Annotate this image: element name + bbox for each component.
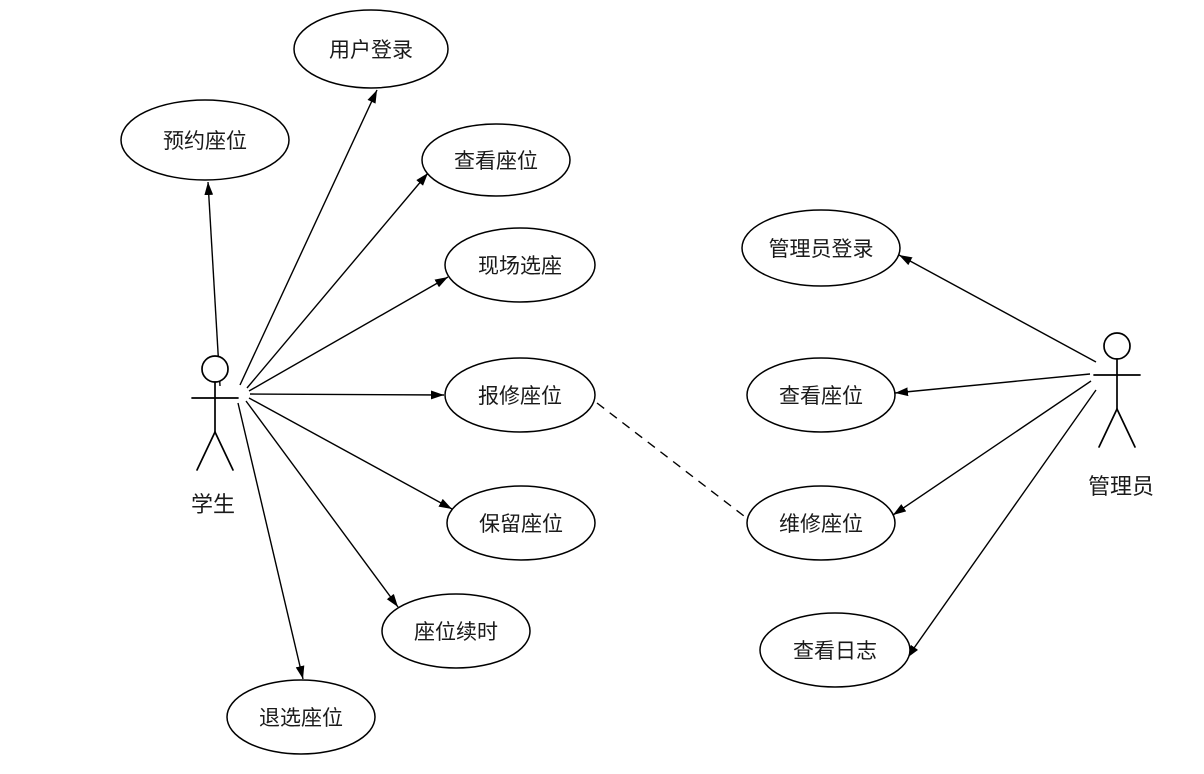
association-student--onsite-select-seat [248, 276, 449, 392]
use-case-label-view-log: 查看日志 [793, 640, 877, 663]
use-case-admin-login: 管理员登录 [741, 209, 901, 287]
association-student--keep-seat [248, 397, 453, 510]
use-case-ellipse-repair-seat [746, 485, 896, 561]
actor-right-leg [214, 431, 234, 471]
use-case-label-keep-seat: 保留座位 [479, 513, 563, 536]
use-case-ellipse-withdraw-seat [226, 679, 376, 755]
use-case-label-view-seat-admin: 查看座位 [779, 385, 863, 408]
use-case-ellipse-user-login [293, 9, 449, 89]
association-student--report-seat [249, 390, 445, 400]
use-case-label-onsite-select-seat: 现场选座 [478, 255, 562, 278]
association-admin--view-seat-admin [894, 373, 1091, 397]
use-case-ellipse-extend-seat-time [381, 593, 531, 669]
use-case-report-seat: 报修座位 [444, 357, 596, 433]
dependency-report-seat--repair-seat [596, 402, 745, 517]
use-case-ellipse-keep-seat [446, 485, 596, 561]
use-case-ellipse-onsite-select-seat [444, 227, 596, 303]
use-case-view-log: 查看日志 [759, 612, 911, 688]
use-case-label-withdraw-seat: 退选座位 [259, 707, 343, 730]
use-case-ellipse-report-seat [444, 357, 596, 433]
association-admin--repair-seat [892, 380, 1092, 516]
use-case-ellipse-view-log [759, 612, 911, 688]
actor-right-leg [1116, 408, 1136, 448]
use-case-extend-seat-time: 座位续时 [381, 593, 531, 669]
use-case-label-extend-seat-time: 座位续时 [414, 621, 498, 644]
use-case-label-user-login: 用户登录 [329, 39, 413, 62]
use-case-repair-seat: 维修座位 [746, 485, 896, 561]
actor-left-leg [196, 431, 216, 471]
actor-left-leg [1098, 408, 1118, 448]
actor-label-admin: 管理员 [1088, 474, 1154, 499]
use-case-ellipse-admin-login [741, 209, 901, 287]
association-student--withdraw-seat [237, 402, 305, 680]
use-case-label-admin-login: 管理员登录 [769, 238, 874, 261]
use-case-view-seat-admin: 查看座位 [746, 357, 896, 433]
association-student--reserve-seat [204, 181, 221, 387]
edges-layer [204, 89, 1097, 680]
use-case-view-seat-student: 查看座位 [421, 123, 571, 197]
use-case-label-view-seat-student: 查看座位 [454, 150, 538, 173]
use-case-user-login: 用户登录 [293, 9, 449, 89]
use-case-reserve-seat: 预约座位 [120, 99, 290, 181]
association-admin--admin-login [898, 254, 1097, 363]
use-case-onsite-select-seat: 现场选座 [444, 227, 596, 303]
actor-label-student: 学生 [191, 492, 235, 517]
actor-admin: 管理员 [1088, 332, 1154, 499]
association-student--view-seat-student [246, 172, 429, 389]
use-case-label-report-seat: 报修座位 [478, 385, 562, 408]
use-case-withdraw-seat: 退选座位 [226, 679, 376, 755]
use-case-ellipse-view-seat-admin [746, 357, 896, 433]
nodes-layer: 用户登录预约座位查看座位现场选座报修座位保留座位座位续时退选座位管理员登录查看座… [120, 9, 1154, 755]
association-student--user-login [239, 89, 378, 386]
association-admin--view-log [906, 389, 1097, 659]
use-case-ellipse-reserve-seat [120, 99, 290, 181]
actor-student: 学生 [191, 355, 239, 517]
use-case-label-reserve-seat: 预约座位 [163, 130, 247, 153]
actor-head-icon [201, 355, 229, 383]
use-case-ellipse-view-seat-student [421, 123, 571, 197]
use-case-label-repair-seat: 维修座位 [779, 513, 863, 536]
actor-head-icon [1103, 332, 1131, 360]
association-student--extend-seat-time [245, 400, 399, 608]
use-case-keep-seat: 保留座位 [446, 485, 596, 561]
